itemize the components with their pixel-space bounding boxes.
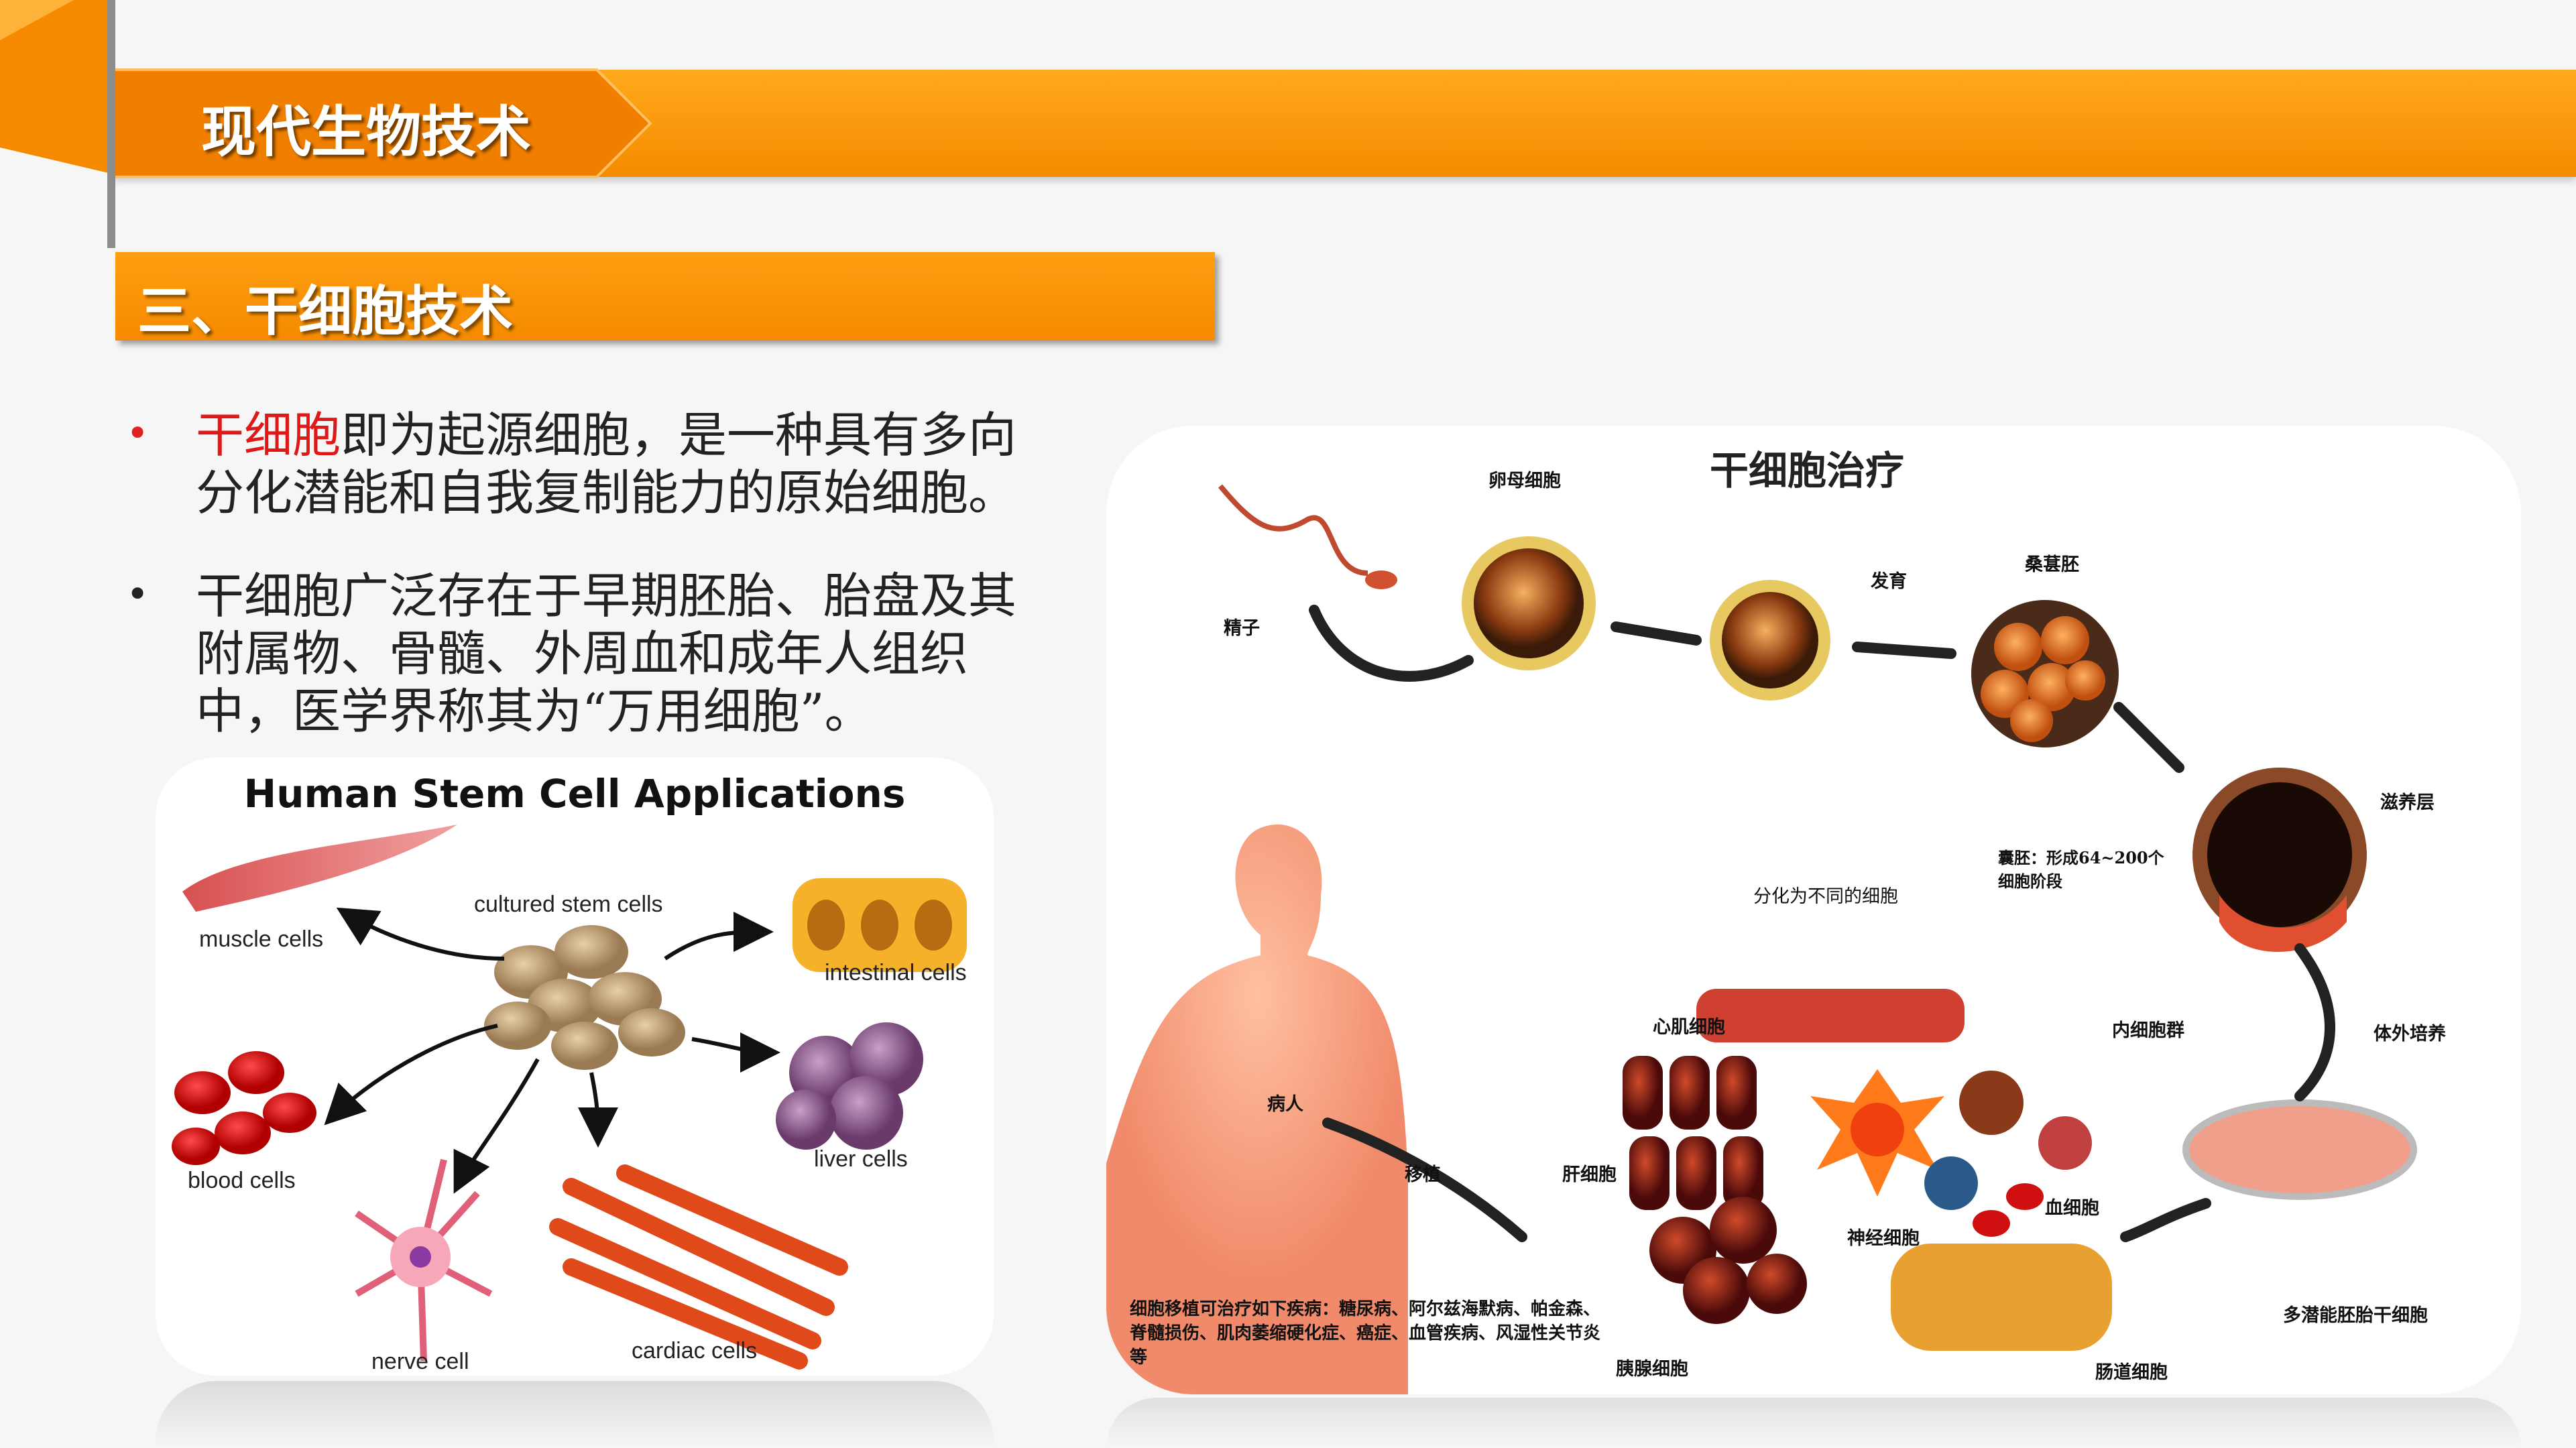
label-hepatocyte: 肝细胞	[1562, 1164, 1617, 1185]
arrow-transplant	[1322, 1118, 1527, 1242]
stem-cell-diagram	[172, 825, 967, 1370]
label-pluripotent: 多潜能胚胎干细胞	[2283, 1305, 2428, 1326]
right-figure-reflection	[1106, 1398, 2521, 1448]
culture-dish-icon	[2182, 1099, 2417, 1200]
header-orange-wedge	[0, 0, 114, 174]
arrow-culture-to-cells	[2120, 1198, 2211, 1242]
label-develop: 发育	[1871, 571, 1907, 592]
label-blood-cell: 血细胞	[2045, 1198, 2099, 1219]
cardiac-cells-icon	[549, 1164, 848, 1370]
header-divider	[107, 0, 115, 248]
arrow-egg-to-embryo	[1611, 621, 1702, 646]
label-intestinal-cells: intestinal cells	[825, 960, 967, 985]
nerve-cell-icon	[355, 1158, 493, 1362]
arrow-embryo-to-morula	[1852, 642, 1956, 659]
label-neuron: 神经细胞	[1847, 1228, 1920, 1249]
sperm-icon	[1218, 484, 1368, 576]
patient-silhouette-icon	[1106, 824, 1408, 1394]
label-blastocyst: 囊胚：形成64~200个细胞阶段	[1998, 848, 2164, 891]
bullet-marker: •	[126, 410, 150, 456]
stem-cell-therapy-figure: 干细胞治疗	[1106, 426, 2521, 1394]
label-cultured-stem-cells: cultured stem cells	[474, 892, 663, 917]
arrow-morula-to-blastocyst	[2113, 702, 2184, 773]
section-title: 三、干细胞技术	[137, 280, 513, 343]
label-diseases: 细胞移植可治疗如下疾病：糖尿病、阿尔兹海默病、帕金森、脊髓损伤、肌肉萎缩硬化症、…	[1130, 1299, 1601, 1368]
label-cardiac-cells: cardiac cells	[632, 1338, 758, 1364]
neuron-icon	[1810, 1069, 1944, 1197]
bullet-highlight: 干细胞	[196, 407, 341, 463]
bullet-marker: •	[126, 571, 150, 617]
label-trophoblast: 滋养层	[2380, 792, 2435, 813]
label-pancreatic: 胰腺细胞	[1616, 1359, 1688, 1380]
left-figure-reflection	[156, 1381, 994, 1448]
stem-cell-applications-figure: Human Stem Cell Applications	[156, 758, 994, 1376]
section-bar	[115, 252, 1215, 341]
label-nerve-cell: nerve cell	[371, 1349, 469, 1374]
arrow-sperm-to-egg	[1309, 605, 1474, 682]
muscle-cells-icon	[182, 825, 457, 912]
label-muscle-cells: muscle cells	[199, 926, 324, 952]
label-intestinal: 肠道细胞	[2095, 1362, 2168, 1383]
intestinal-cell-icon	[1891, 1244, 2112, 1351]
label-differentiate: 分化为不同的细胞	[1753, 886, 1898, 907]
label-egg: 卵母细胞	[1488, 471, 1561, 491]
label-in-vitro-culture: 体外培养	[2374, 1024, 2446, 1044]
liver-cells-icon	[776, 1022, 923, 1150]
label-liver-cells: liver cells	[814, 1146, 908, 1172]
bullet-item-2: 干细胞广泛存在于早期胚胎、胎盘及其附属物、骨髓、外周血和成年人组织中，医学界称其…	[196, 568, 1017, 739]
sperm-head-icon	[1365, 570, 1397, 589]
figure-title: Human Stem Cell Applications	[243, 771, 906, 817]
arrow-blastocyst-to-culture	[2294, 943, 2335, 1101]
label-cardiomyocyte: 心肌细胞	[1653, 1017, 1725, 1038]
blood-cell-icon	[1924, 1071, 2092, 1237]
hepatocyte-icon	[1623, 1056, 1763, 1210]
label-inner-cell-mass: 内细胞群	[2112, 1020, 2184, 1041]
blood-cells-icon	[172, 1051, 316, 1165]
label-transplant: 移植	[1405, 1164, 1441, 1185]
header-title-tab	[114, 68, 652, 178]
intestinal-cells-icon	[793, 878, 967, 972]
figure-title: 干细胞治疗	[1710, 448, 1905, 493]
pancreatic-cell-icon	[1649, 1197, 1807, 1324]
label-blood-cells: blood cells	[188, 1168, 296, 1193]
label-patient: 病人	[1267, 1094, 1303, 1115]
cultured-stem-cells-icon	[484, 925, 685, 1070]
bullet-item-1: 干细胞即为起源细胞，是一种具有多向分化潜能和自我复制能力的原始细胞。	[196, 406, 1047, 522]
label-sperm: 精子	[1224, 618, 1260, 639]
label-morula: 桑葚胚	[2025, 554, 2079, 575]
cardiomyocyte-icon	[1696, 989, 1965, 1042]
header-title: 现代生物技术	[201, 101, 532, 164]
stem-cell-therapy-diagram	[1106, 484, 2417, 1394]
bullet-text: 即为起源细胞，是一种具有多向分化潜能和自我复制能力的原始细胞。	[196, 407, 1017, 521]
